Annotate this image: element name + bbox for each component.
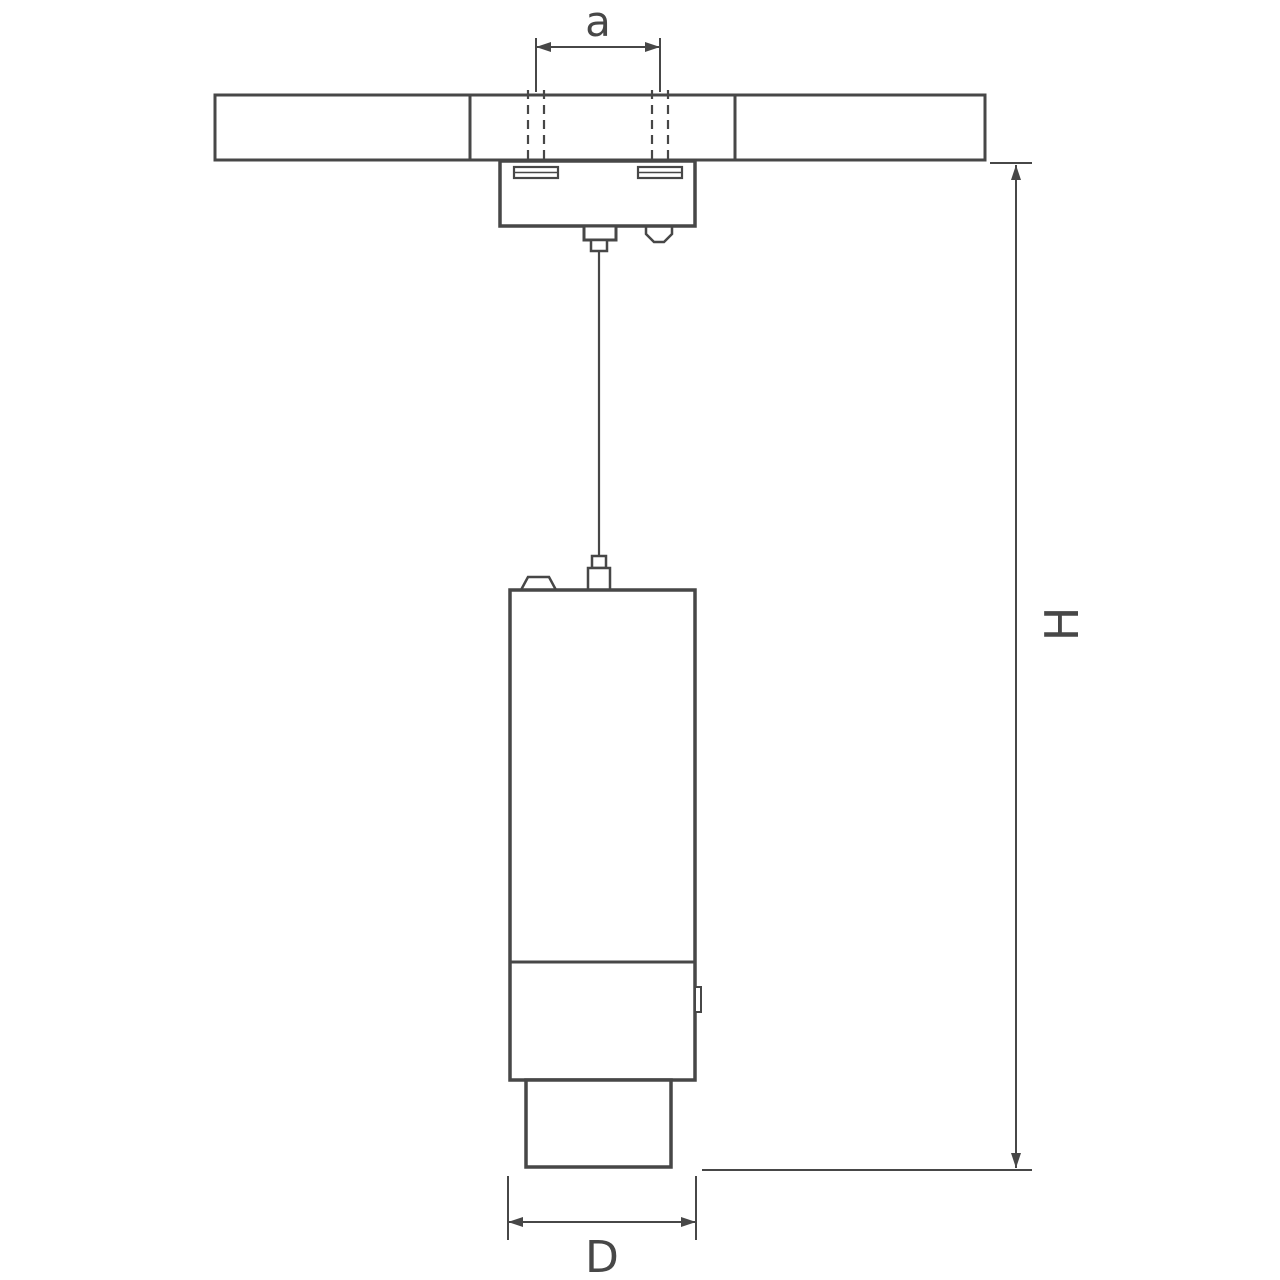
dim-h-arrow-bottom xyxy=(1011,1153,1021,1168)
lamp-cylinder xyxy=(508,588,697,1082)
ceiling-hatch-area xyxy=(213,93,987,162)
cable-gland-upper xyxy=(582,224,618,242)
dim-d-arrow-right xyxy=(681,1217,696,1227)
dimension-h: H xyxy=(702,162,1089,1171)
cord-grip-body xyxy=(586,566,612,592)
canopy-body xyxy=(498,159,697,228)
dimension-d: D xyxy=(507,1176,697,1280)
dimension-a: a xyxy=(535,0,661,92)
lamp-cord-grip xyxy=(586,554,612,592)
dim-h-label: H xyxy=(1035,607,1089,642)
lamp-body-group xyxy=(508,575,702,1169)
lamp-top-tab xyxy=(518,575,559,592)
cord-grip-cap xyxy=(590,554,608,570)
dim-a-label: a xyxy=(585,0,611,46)
mounting-bolt-centerlines xyxy=(526,90,670,160)
lamp-side-latch xyxy=(694,986,702,1013)
dim-h-arrow-top xyxy=(1011,165,1021,180)
cable-gland-lower xyxy=(589,238,609,253)
dim-d-arrow-left xyxy=(508,1217,523,1227)
dim-a-arrow-right xyxy=(645,42,660,52)
dim-d-label: D xyxy=(585,1232,619,1280)
dim-a-arrow-left xyxy=(536,42,551,52)
ceiling-canopy xyxy=(498,159,697,253)
ceiling-slab xyxy=(213,93,987,162)
canopy-clip xyxy=(644,226,674,244)
lamp-diffuser xyxy=(524,1078,673,1169)
